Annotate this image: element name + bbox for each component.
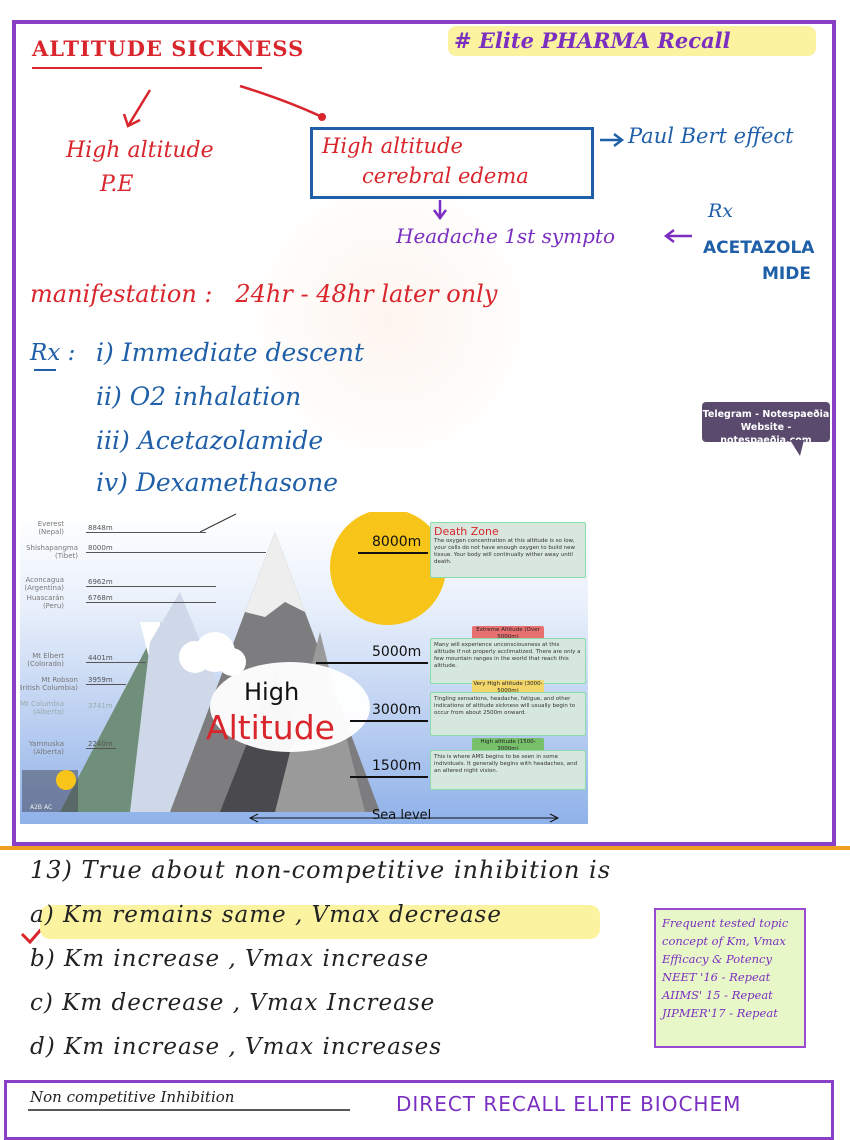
death-zone-title: Death Zone — [434, 525, 499, 538]
option-d: d) Km increase , Vmax increases — [30, 1034, 443, 1060]
very-high-card: Tingling sensations, headache, fatigue, … — [430, 692, 586, 736]
note-line-5: AIIMS' 15 - Repeat — [662, 988, 773, 1002]
title-underline — [32, 67, 262, 69]
manifestation-line: manifestation : 24hr - 48hr later only — [30, 280, 498, 308]
poster-graphics — [22, 512, 560, 823]
peak-elbert: Mt Elbert(Colorado) — [27, 652, 64, 668]
page-title: ALTITUDE SICKNESS — [32, 36, 305, 61]
treatment-item-1: i) Immediate descent — [96, 338, 365, 367]
height-columbia: 3741m — [88, 702, 113, 710]
watermark-line2: Website - notespaeðia.com — [720, 422, 812, 446]
death-zone-card: Death Zone The oxygen concentration at t… — [430, 522, 586, 578]
watermark-logo — [240, 170, 540, 470]
peak-everest: Everest(Nepal) — [37, 520, 64, 536]
tick-aconcagua — [86, 586, 216, 587]
altitude-poster: Everest(Nepal) 8848m Shishapangma(Tibet)… — [20, 512, 588, 824]
notes-frame — [12, 20, 836, 846]
high-card: This is where AMS begins to be seen in s… — [430, 750, 586, 790]
tick-yamnuska — [86, 748, 116, 749]
level-1500-line — [350, 776, 428, 778]
extreme-card: Many will experience unconsciousness at … — [430, 638, 586, 684]
level-1500: 1500m — [372, 758, 422, 774]
height-huascaran: 6768m — [88, 594, 113, 602]
answer-highlight — [40, 905, 600, 939]
level-8000: 8000m — [372, 534, 422, 550]
level-3000-line — [350, 720, 428, 722]
exam-note-box: Frequent tested topic concept of Km, Vma… — [654, 908, 806, 1048]
note-line-2: concept of Km, Vmax — [662, 934, 786, 948]
watermark-badge: Telegram - Notespaeðia Website - notespa… — [702, 402, 830, 446]
peak-columbia: Mt Columbia(Alberta) — [20, 700, 64, 716]
hace-box — [310, 127, 594, 199]
peak-yamnuska: Yamnuska(Alberta) — [28, 740, 64, 756]
peak-shishapangma: Shishapangma(Tibet) — [26, 544, 78, 560]
level-5000-line — [316, 662, 428, 664]
footer-topic: Non competitive Inhibition — [30, 1088, 235, 1106]
level-3000: 3000m — [372, 702, 422, 718]
high-text: This is where AMS begins to be seen in s… — [434, 754, 578, 774]
arrows-layer — [20, 84, 692, 1111]
tag-highlight — [448, 26, 816, 56]
note-line-1: Frequent tested topic — [662, 916, 789, 930]
option-c: c) Km decrease , Vmax Increase — [30, 990, 436, 1016]
watermark-tail — [790, 440, 804, 456]
tick-everest — [86, 532, 206, 533]
level-8000-line — [358, 552, 428, 554]
headache-label: Headache 1st sympto — [396, 224, 615, 248]
tick-shishapangma — [86, 552, 266, 553]
brand-tag: # Elite PHARMA Recall — [454, 28, 731, 53]
question-stem: 13) True about non-competitive inhibitio… — [30, 856, 612, 884]
sea-level-label: Sea level — [372, 808, 432, 823]
very-high-text: Tingling sensations, headache, fatigue, … — [434, 696, 576, 716]
hace-line1: High altitude — [322, 134, 463, 158]
option-b: b) Km increase , Vmax increase — [30, 946, 430, 972]
extreme-text: Many will experience unconsciousness at … — [434, 642, 581, 669]
footer-brand: DIRECT RECALL ELITE BIOCHEM — [396, 1092, 742, 1116]
tick-elbert — [86, 662, 146, 663]
note-line-3: Efficacy & Potency — [662, 952, 772, 966]
height-elbert: 4401m — [88, 654, 113, 662]
poster-title-altitude: Altitude — [206, 708, 335, 747]
section-divider — [0, 846, 850, 850]
treatment-label: Rx : — [30, 340, 76, 366]
treatment-item-3: iii) Acetazolamide — [96, 426, 324, 455]
tick-huascaran — [86, 602, 216, 603]
note-line-6: JIPMER'17 - Repeat — [662, 1006, 778, 1020]
rx-drug-line1: ACETAZOLA — [703, 238, 815, 258]
treatment-item-4: iv) Dexamethasone — [96, 468, 338, 497]
hape-abbrev: P.E — [100, 172, 134, 197]
hape-label: High altitude — [66, 138, 214, 163]
peak-aconcagua: Aconcagua(Argentina) — [24, 576, 64, 592]
height-everest: 8848m — [88, 524, 113, 532]
peak-robson: Mt Robson(British Columbia) — [20, 676, 78, 692]
level-5000: 5000m — [372, 644, 422, 660]
rx-drug-line2: MIDE — [762, 264, 811, 284]
poster-title-high: High — [244, 678, 300, 706]
height-yamnuska: 2240m — [88, 740, 113, 748]
peak-huascaran: Huascarán(Peru) — [26, 594, 64, 610]
tick-robson — [86, 684, 126, 685]
option-a: a) Km remains same , Vmax decrease — [30, 902, 502, 928]
height-shishapangma: 8000m — [88, 544, 113, 552]
note-line-4: NEET '16 - Repeat — [662, 970, 771, 984]
treatment-item-2: ii) O2 inhalation — [96, 382, 302, 411]
paul-bert-effect: Paul Bert effect — [628, 124, 794, 148]
height-robson: 3959m — [88, 676, 113, 684]
watermark-line1: Telegram - Notespaeðia — [702, 409, 830, 420]
death-zone-text: The oxygen concentration at this altitud… — [434, 538, 575, 565]
rx-mini-label: Rx — [708, 200, 734, 222]
height-aconcagua: 6962m — [88, 578, 113, 586]
poster-logo: A2B AC — [30, 804, 53, 811]
hace-line2: cerebral edema — [362, 164, 529, 188]
